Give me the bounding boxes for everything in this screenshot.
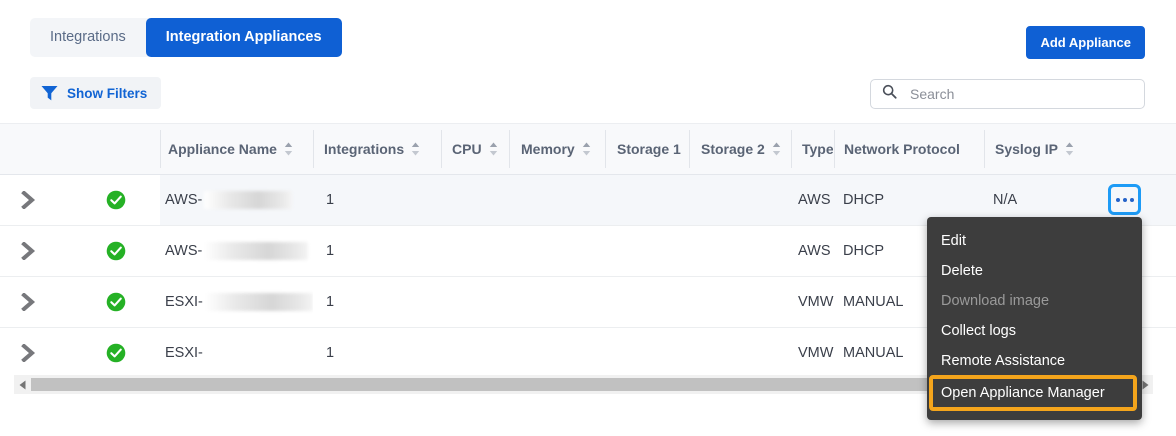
sort-arrows-icon bbox=[582, 142, 590, 156]
tab-bar: Integrations Integration Appliances Add … bbox=[22, 0, 1176, 69]
column-divider bbox=[313, 130, 314, 168]
scrollbar-thumb[interactable] bbox=[31, 378, 177, 391]
cell-type: AWS bbox=[798, 243, 831, 259]
sort-arrows-icon bbox=[411, 142, 420, 156]
cell-appliance-name: ESXI- bbox=[165, 277, 313, 327]
cell-type: VMW bbox=[798, 345, 834, 361]
appliance-name-prefix: AWS- bbox=[165, 192, 203, 208]
status-ok-icon bbox=[106, 292, 126, 317]
status-ok-icon bbox=[106, 241, 126, 266]
column-header-storage-1[interactable]: Storage 1 bbox=[605, 124, 688, 174]
column-divider bbox=[791, 130, 792, 168]
table-header-row: Appliance Name Integrations CPU bbox=[0, 123, 1176, 175]
tab-integration-appliances[interactable]: Integration Appliances bbox=[145, 18, 342, 57]
column-divider bbox=[160, 130, 161, 168]
column-divider bbox=[984, 130, 985, 168]
column-divider bbox=[509, 130, 510, 168]
column-label: Storage 2 bbox=[701, 141, 765, 157]
column-label: Network Protocol bbox=[844, 141, 960, 157]
column-header-cpu[interactable]: CPU bbox=[441, 124, 508, 174]
dot bbox=[1129, 197, 1134, 202]
funnel-icon bbox=[41, 85, 58, 101]
row-actions-context-menu: Edit Delete Download image Collect logs … bbox=[927, 217, 1142, 420]
column-label: Type bbox=[802, 141, 833, 157]
column-header-memory[interactable]: Memory bbox=[509, 124, 604, 174]
cell-appliance-name: AWS- bbox=[165, 226, 313, 276]
appliance-name-prefix: ESXI- bbox=[165, 294, 203, 310]
status-ok-icon bbox=[106, 343, 126, 368]
cell-type: AWS bbox=[798, 192, 831, 208]
horizontal-scrollbar[interactable] bbox=[14, 375, 1153, 394]
filter-bar: Show Filters bbox=[22, 68, 1176, 124]
sort-arrows-icon bbox=[489, 142, 497, 156]
expand-row-chevron-icon[interactable] bbox=[20, 293, 38, 311]
cell-network-protocol: MANUAL bbox=[843, 345, 904, 361]
column-header-expand bbox=[0, 124, 56, 174]
column-label: CPU bbox=[452, 141, 482, 157]
row-highlight bbox=[160, 175, 1176, 225]
search-input[interactable] bbox=[908, 85, 1122, 103]
redacted-name bbox=[204, 191, 293, 209]
cell-integrations: 1 bbox=[326, 345, 335, 361]
menu-item-remote-assistance[interactable]: Remote Assistance bbox=[941, 353, 1066, 369]
column-label: Memory bbox=[521, 141, 575, 157]
column-header-storage-2[interactable]: Storage 2 bbox=[689, 124, 790, 174]
column-header-status bbox=[56, 124, 160, 174]
menu-item-download-image: Download image bbox=[941, 293, 1050, 309]
menu-item-collect-logs[interactable]: Collect logs bbox=[941, 323, 1016, 339]
redacted-name bbox=[204, 242, 309, 260]
cell-network-protocol: DHCP bbox=[843, 243, 885, 259]
show-filters-button[interactable]: Show Filters bbox=[30, 77, 162, 109]
cell-appliance-name: AWS- bbox=[165, 175, 313, 225]
cell-integrations: 1 bbox=[326, 192, 335, 208]
menu-item-open-appliance-manager[interactable]: Open Appliance Manager bbox=[929, 375, 1137, 411]
column-label: Appliance Name bbox=[168, 141, 277, 157]
column-header-syslog-ip[interactable]: Syslog IP bbox=[984, 124, 1104, 174]
column-divider bbox=[605, 130, 606, 168]
redacted-name bbox=[204, 293, 313, 311]
column-header-integrations[interactable]: Integrations bbox=[313, 124, 440, 174]
column-label: Integrations bbox=[324, 141, 405, 157]
cell-appliance-name: ESXI- bbox=[165, 345, 203, 361]
tab-group: Integrations Integration Appliances bbox=[30, 18, 342, 57]
scroll-left-arrow-icon[interactable] bbox=[14, 375, 31, 394]
column-label: Syslog IP bbox=[995, 141, 1059, 157]
cell-type: VMW bbox=[798, 294, 834, 310]
cell-network-protocol: MANUAL bbox=[843, 294, 904, 310]
appliance-name-prefix: AWS- bbox=[165, 243, 203, 259]
column-divider bbox=[441, 130, 442, 168]
search-icon bbox=[871, 84, 897, 104]
column-header-appliance-name[interactable]: Appliance Name bbox=[160, 124, 312, 174]
sort-arrows-icon bbox=[1065, 142, 1074, 156]
column-divider bbox=[689, 130, 690, 168]
menu-item-edit[interactable]: Edit bbox=[941, 233, 966, 249]
sort-arrows-icon bbox=[284, 142, 293, 156]
search-box[interactable] bbox=[870, 79, 1145, 109]
column-divider bbox=[834, 130, 835, 168]
tab-integrations[interactable]: Integrations bbox=[50, 29, 126, 45]
cell-network-protocol: DHCP bbox=[843, 192, 885, 208]
expand-row-chevron-icon[interactable] bbox=[20, 344, 38, 362]
scrollbar-track[interactable] bbox=[31, 375, 1136, 394]
column-header-network-protocol[interactable]: Network Protocol bbox=[834, 124, 983, 174]
dot bbox=[1122, 197, 1127, 202]
column-label: Storage 1 bbox=[617, 141, 681, 157]
status-ok-icon bbox=[106, 190, 126, 215]
add-appliance-button[interactable]: Add Appliance bbox=[1026, 26, 1145, 59]
expand-row-chevron-icon[interactable] bbox=[20, 191, 38, 209]
row-actions-button[interactable] bbox=[1108, 184, 1141, 215]
cell-integrations: 1 bbox=[326, 294, 335, 310]
show-filters-label: Show Filters bbox=[67, 85, 148, 101]
cell-syslog-ip: N/A bbox=[993, 192, 1018, 208]
sort-arrows-icon bbox=[772, 142, 781, 156]
expand-row-chevron-icon[interactable] bbox=[20, 242, 38, 260]
scrollbar-thumb-extent[interactable] bbox=[177, 378, 1136, 391]
cell-integrations: 1 bbox=[326, 243, 335, 259]
dot bbox=[1115, 197, 1120, 202]
column-header-type[interactable]: Type bbox=[791, 124, 833, 174]
menu-item-delete[interactable]: Delete bbox=[941, 263, 983, 279]
